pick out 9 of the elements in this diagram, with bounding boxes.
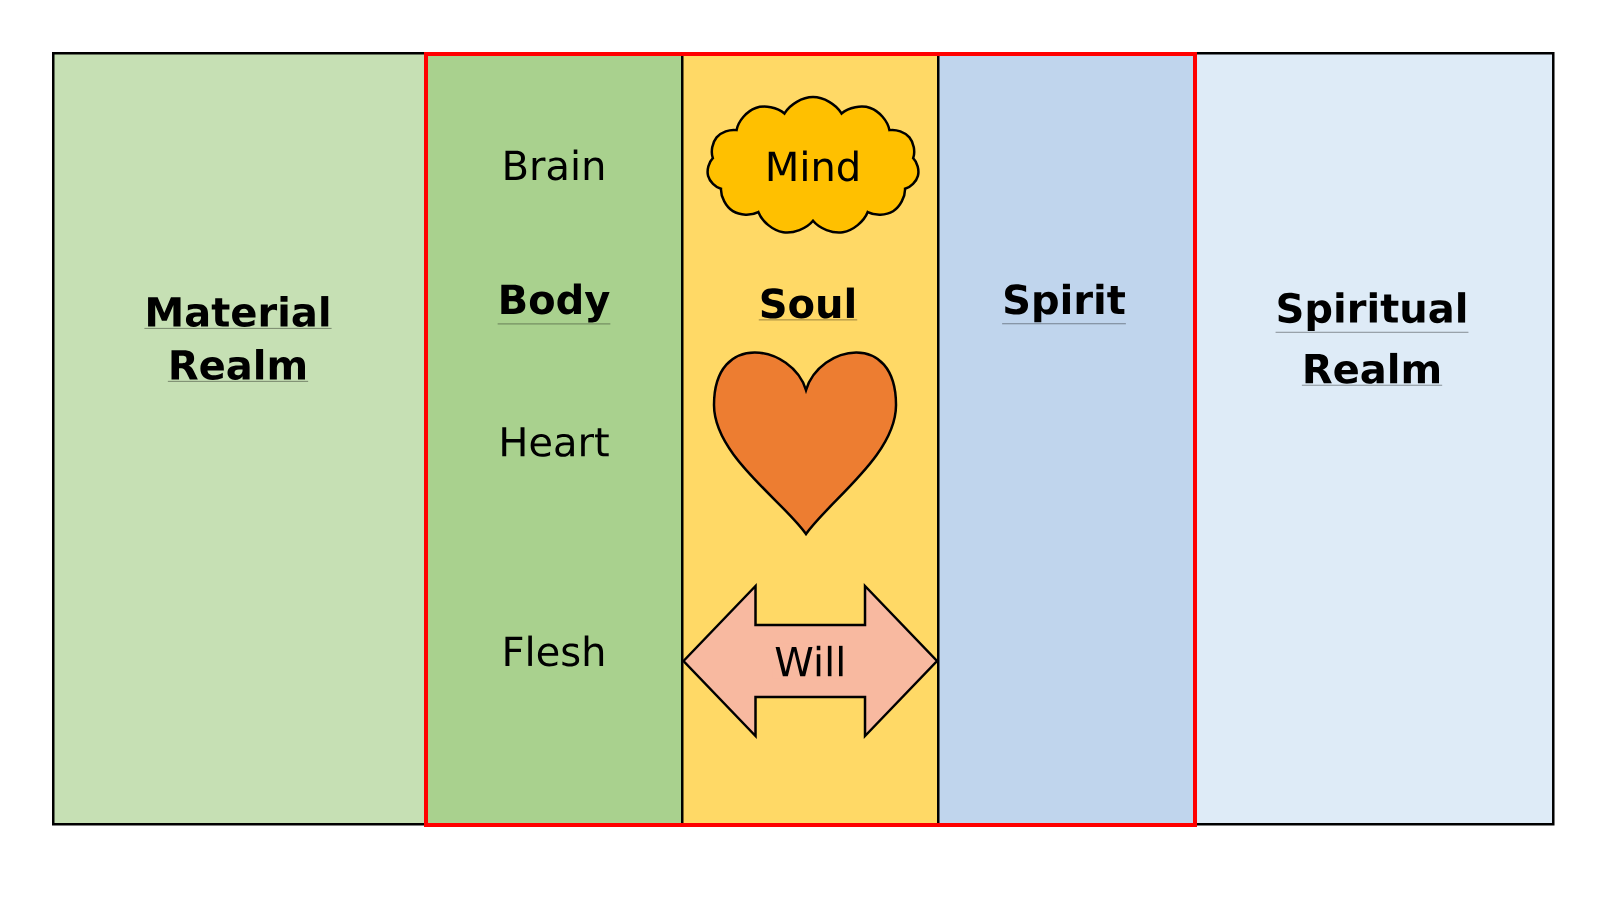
part-label: Flesh [505, 635, 604, 667]
edge-label: Will [772, 643, 849, 679]
part-label: Brain [505, 149, 604, 181]
column-band: Spirit [937, 52, 1193, 823]
column-band: Material Realm [52, 52, 427, 826]
group-frame [424, 52, 1197, 827]
heart-shape [712, 351, 898, 536]
part-label: Heart [502, 427, 609, 457]
column-band: Spiritual Realm [1193, 52, 1555, 826]
